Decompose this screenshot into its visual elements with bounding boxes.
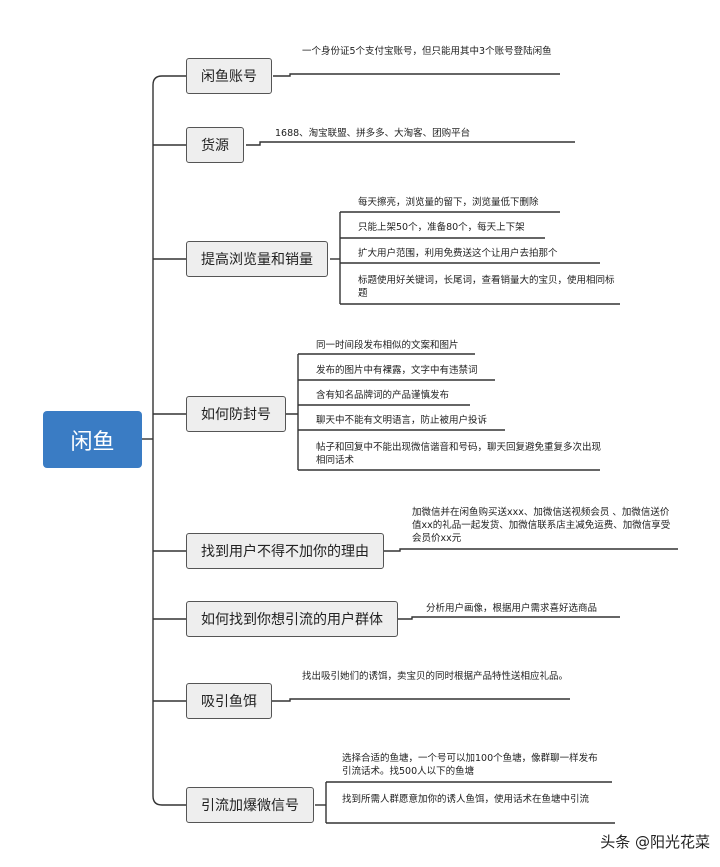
branch-bait: 吸引鱼饵 [186,683,272,719]
root-node: 闲鱼 [43,411,142,468]
leaf-ban-2: 发布的图片中有裸露，文字中有违禁词 [316,365,478,376]
leaf-ban-3: 含有知名品牌词的产品谨慎发布 [316,390,450,401]
leaf-ban-5: 帖子和回复中不能出现微信谐音和号码，聊天回复避免重复多次出现相同话术 [316,442,602,466]
leaf-users-1: 分析用户画像，根据用户需求喜好选商品 [426,603,598,614]
leaf-account-1: 一个身份证5个支付宝账号，但只能用其中3个账号登陆闲鱼 [302,46,552,57]
leaf-reason-1: 加微信并在闲鱼购买送xxx、加微信送视频会员 、加微信送价值xx的礼品一起发货、… [412,507,671,544]
leaf-views-3: 扩大用户范围，利用免费送这个让用户去拍那个 [358,248,558,259]
branch-views-sales: 提高浏览量和销量 [186,241,328,277]
branch-anti-ban: 如何防封号 [186,396,286,432]
leaf-views-1: 每天擦亮，浏览量的留下，浏览量低下删除 [358,197,539,208]
leaf-line-bait [272,698,570,702]
trunk-line [152,75,186,806]
leaf-wechat-2: 找到所需人群愿意加你的诱人鱼饵，使用话术在鱼塘中引流 [342,794,590,805]
leaf-ban-1: 同一时间段发布相似的文案和图片 [316,340,459,351]
branch-wechat-traffic: 引流加爆微信号 [186,787,314,823]
watermark: 头条 @阳光花菜 [600,833,710,851]
leaf-wechat-1: 选择合适的鱼塘，一个号可以加100个鱼塘，像群聊一样发布引流话术。找500人以下… [342,753,598,777]
leaf-line-users [396,616,620,620]
leaf-line-supply [246,141,575,146]
leaf-views-2: 只能上架50个，准备80个，每天上下架 [358,222,525,233]
leaf-ban-4: 聊天中不能有文明语言，防止被用户投诉 [316,415,488,426]
branch-target-users: 如何找到你想引流的用户群体 [186,601,398,637]
leaf-line-reason [384,548,678,552]
leaf-supply-1: 1688、淘宝联盟、拼多多、大淘客、团购平台 [275,128,471,139]
branch-supply: 货源 [186,127,244,163]
leaf-bait-1: 找出吸引她们的诱饵，卖宝贝的同时根据产品特性送相应礼品。 [302,671,569,682]
branch-reason-to-add: 找到用户不得不加你的理由 [186,533,384,569]
leaf-views-4: 标题使用好关键词，长尾词，查看销量大的宝贝，使用相同标题 [358,275,615,299]
branch-xianyu-account: 闲鱼账号 [186,58,272,94]
leaf-line-account [273,73,560,77]
